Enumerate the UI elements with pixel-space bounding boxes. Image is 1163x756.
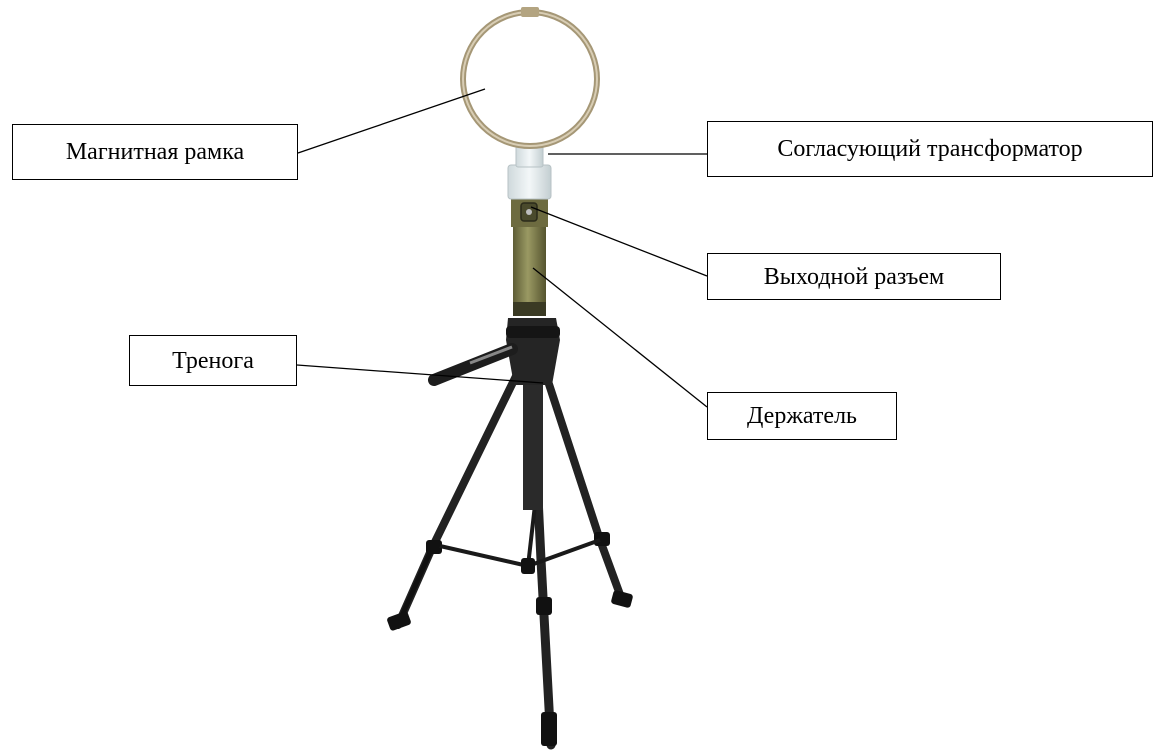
callout-line-connector <box>531 207 707 276</box>
label-output-connector: Выходной разъем <box>707 253 1001 300</box>
label-holder: Держатель <box>707 392 897 440</box>
matching-transformer <box>508 146 551 199</box>
callout-line-tripod <box>297 365 543 383</box>
tripod-spreader <box>440 505 600 566</box>
label-matching-transformer: Согласующий трансформатор <box>707 121 1153 177</box>
label-tripod: Тренога <box>129 335 297 386</box>
magnetic-frame <box>463 7 597 146</box>
callout-line-frame <box>298 89 485 153</box>
tripod-leg-right <box>545 372 622 600</box>
holder-tube <box>511 197 548 316</box>
label-magnetic-frame: Магнитная рамка <box>12 124 298 180</box>
tripod <box>386 318 633 746</box>
